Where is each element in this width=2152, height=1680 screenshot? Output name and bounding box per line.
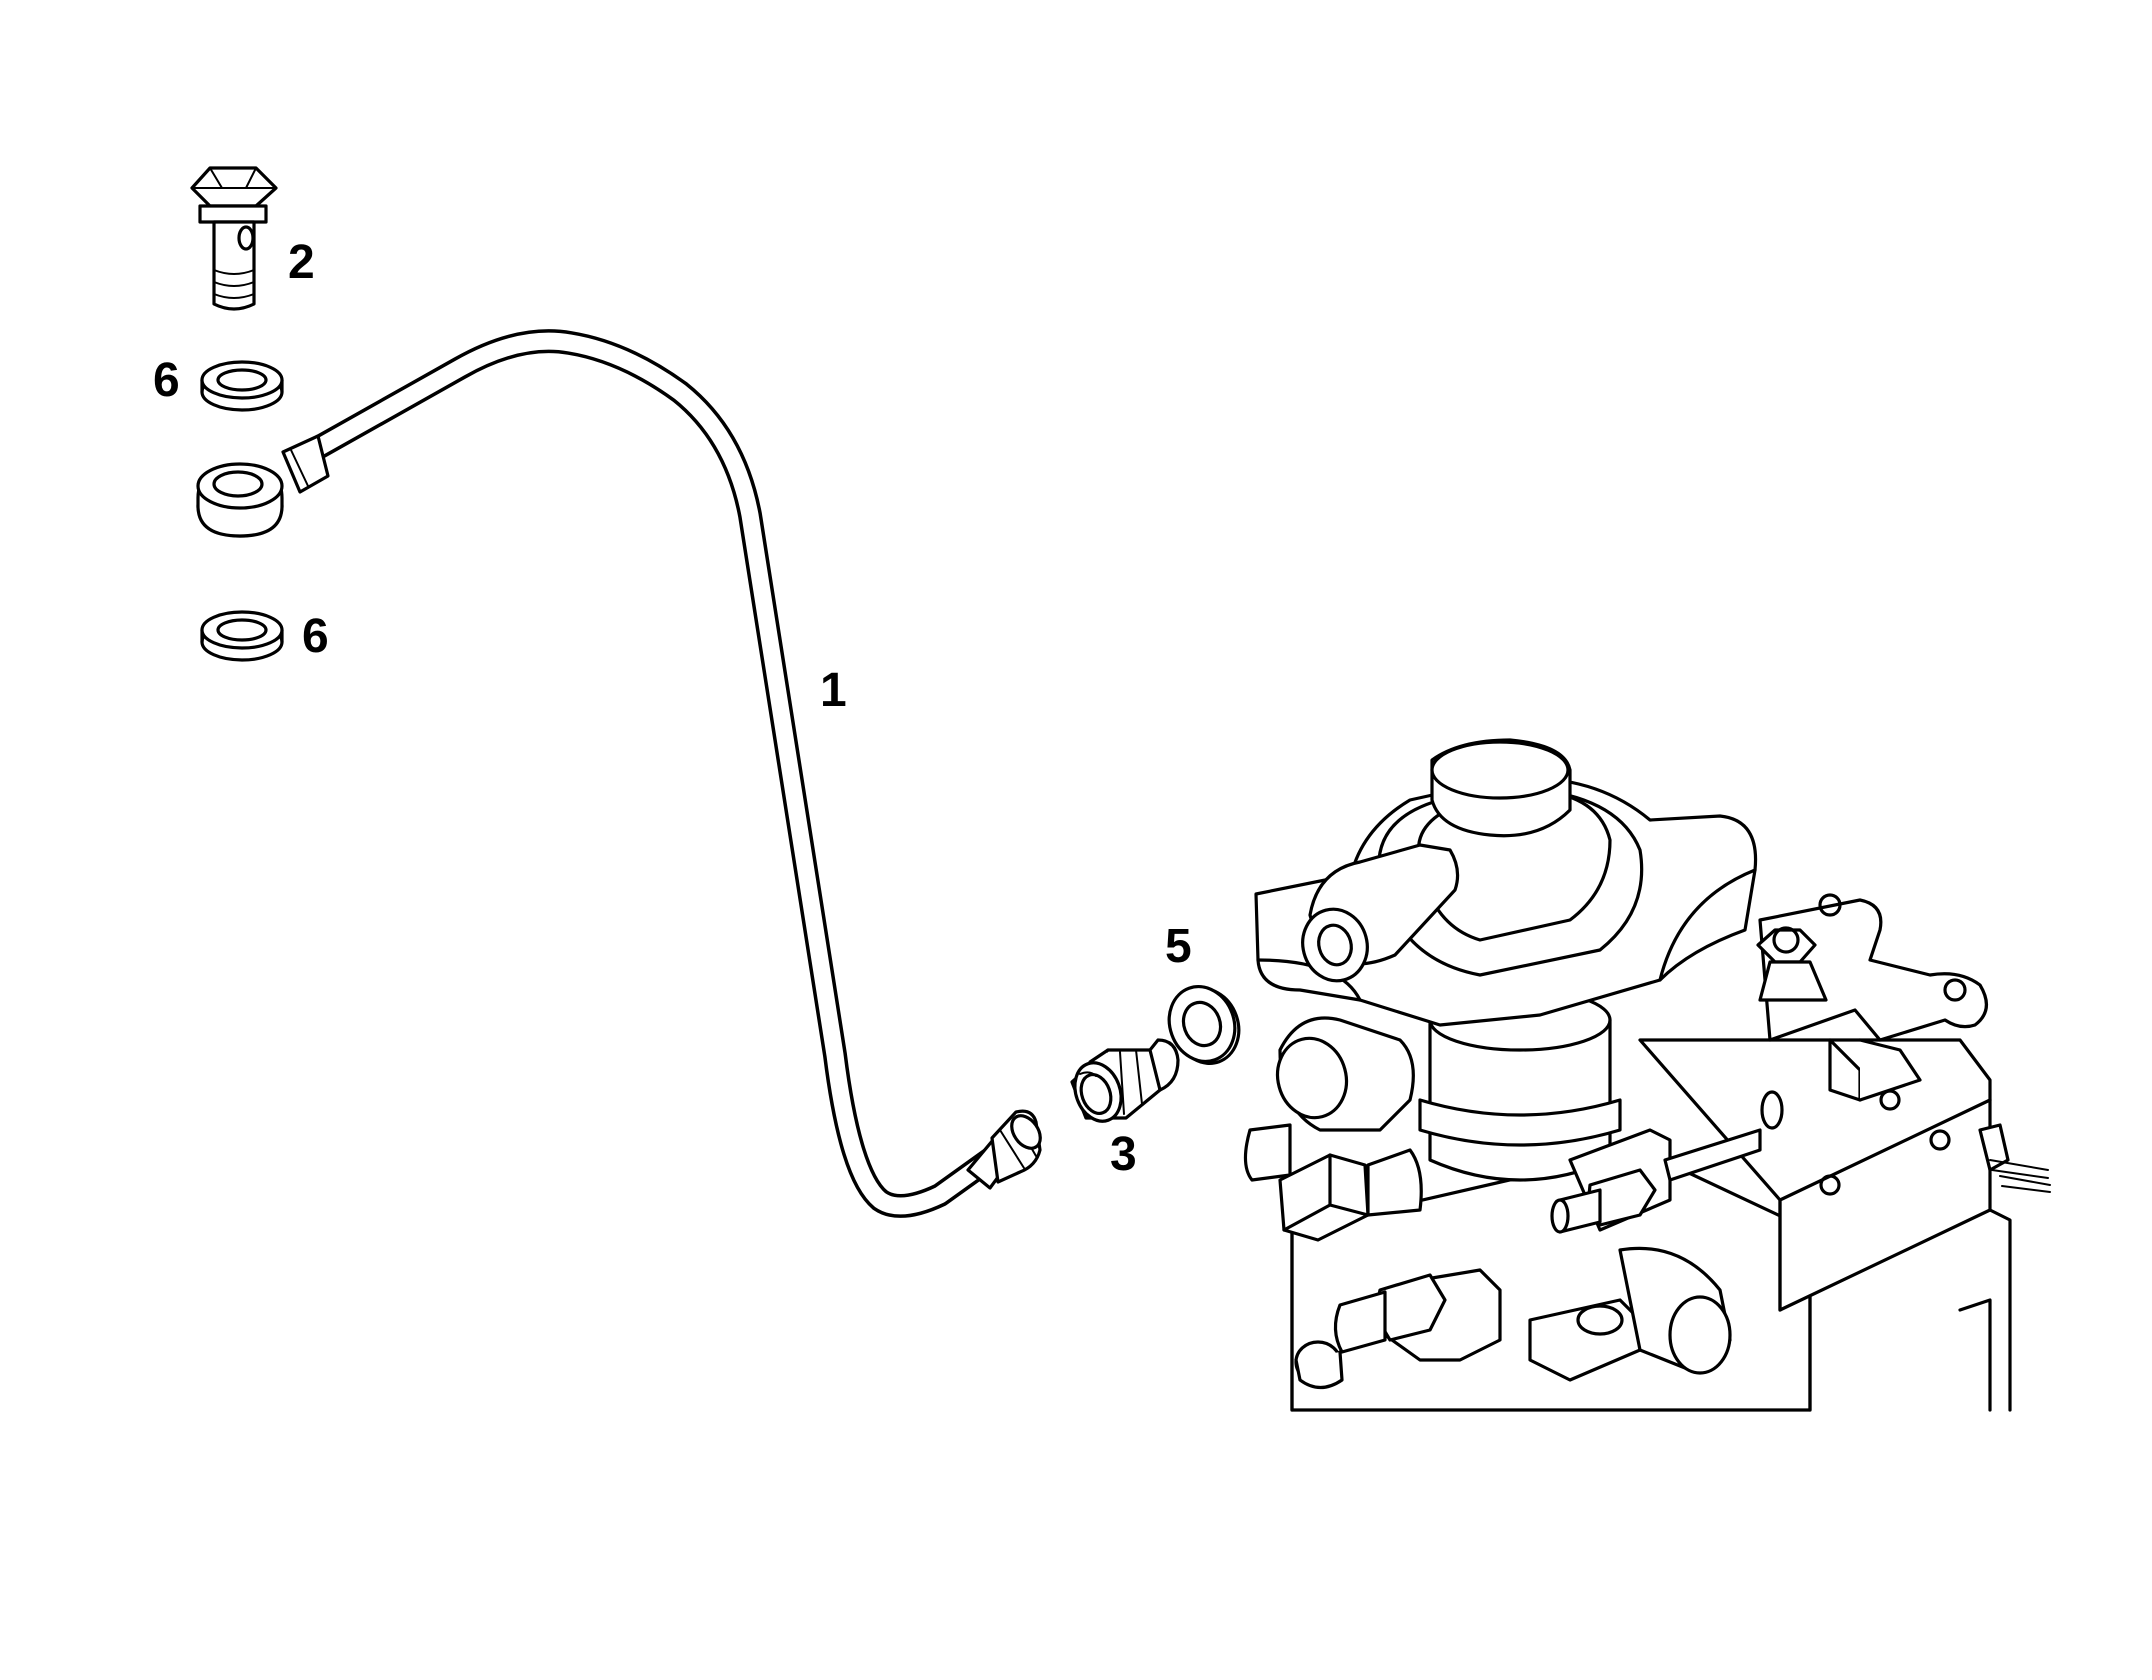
- callout-union: 3: [1110, 1128, 1137, 1181]
- callout-washer: 5: [1165, 920, 1192, 973]
- callout-pipe: 1: [820, 664, 847, 717]
- callout-banjo-bolt: 2: [288, 236, 315, 289]
- fuel-pipe: [196, 329, 1042, 1218]
- callout-labels: 1 2 6 6 3 5: [153, 236, 1192, 1181]
- banjo-bolt: [190, 166, 278, 311]
- union-connector: [1070, 1038, 1180, 1123]
- sealing-ring-upper: [200, 360, 284, 412]
- callout-sealing-ring-lower: 6: [302, 610, 329, 663]
- sealing-ring-lower: [200, 610, 284, 662]
- washer: [1167, 985, 1241, 1065]
- callout-sealing-ring-upper: 6: [153, 354, 180, 407]
- injection-pump: [1243, 738, 2051, 1412]
